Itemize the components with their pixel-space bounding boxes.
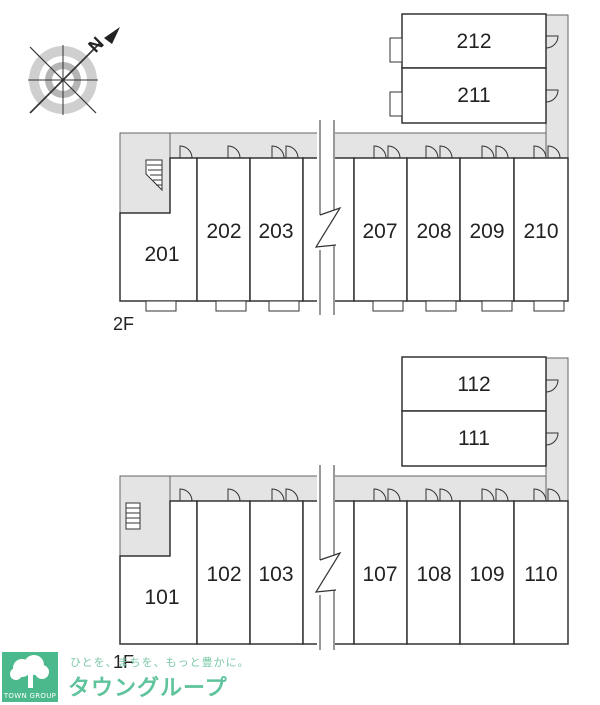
unit-label: 108 xyxy=(416,563,451,586)
unit-208 xyxy=(406,157,461,302)
unit-111 xyxy=(401,410,547,467)
unit-108 xyxy=(406,500,461,645)
unit-110 xyxy=(513,500,569,645)
compass-north-label: N xyxy=(84,33,107,56)
unit-label: 111 xyxy=(458,427,490,450)
unit-label: 112 xyxy=(457,373,490,396)
floor-label: 2F xyxy=(113,314,134,334)
stairs-icon xyxy=(125,502,141,530)
floor-1f: 112 111 101 102 103 107 108 109 110 1F xyxy=(113,356,569,672)
door-icons xyxy=(179,379,561,502)
tree-logo-icon: TOWN GROUP xyxy=(2,652,58,702)
unit-207 xyxy=(353,157,408,302)
corridor xyxy=(545,357,569,502)
unit-label: 102 xyxy=(206,563,241,586)
unit-212 xyxy=(401,13,547,69)
unit-label: 212 xyxy=(456,30,491,53)
compass-icon: N xyxy=(28,27,120,115)
unit-label: 103 xyxy=(258,563,293,586)
unit-102 xyxy=(196,500,251,645)
unit-209 xyxy=(459,157,515,302)
break-mark xyxy=(314,120,342,315)
unit-label: 201 xyxy=(144,243,179,266)
corridor xyxy=(119,475,569,502)
unit-label: 208 xyxy=(416,220,451,243)
unit-label: 110 xyxy=(524,563,557,586)
unit-211 xyxy=(401,67,547,124)
unit-label: 209 xyxy=(469,220,504,243)
logo-tagline: ひとを、まちを、もっと豊かに。 xyxy=(70,656,250,669)
unit-label: 109 xyxy=(469,563,504,586)
break-mark xyxy=(314,465,342,650)
unit-label: 107 xyxy=(362,563,397,586)
unit-label: 203 xyxy=(258,220,293,243)
unit-label: 101 xyxy=(144,586,179,609)
unit-202 xyxy=(196,157,251,302)
company-logo: TOWN GROUP ひとを、まちを、もっと豊かに。 タウングループ xyxy=(0,648,600,705)
unit-label: 202 xyxy=(206,220,241,243)
unit-label: 211 xyxy=(457,84,490,107)
logo-name: タウングループ xyxy=(68,676,228,701)
unit-103 xyxy=(249,500,304,645)
unit-112 xyxy=(401,356,547,412)
corridor xyxy=(119,132,569,159)
unit-label: 210 xyxy=(523,220,558,243)
brand-mark: TOWN GROUP xyxy=(3,692,57,700)
door-icons xyxy=(179,35,561,159)
unit-label: 207 xyxy=(362,220,397,243)
floor-2f: 212 211 201 202 203 207 208 209 210 2F xyxy=(113,13,569,334)
unit-210 xyxy=(513,157,569,302)
balconies xyxy=(145,37,565,312)
stairs-icon xyxy=(145,159,163,192)
floor-label: 1F xyxy=(113,652,134,672)
